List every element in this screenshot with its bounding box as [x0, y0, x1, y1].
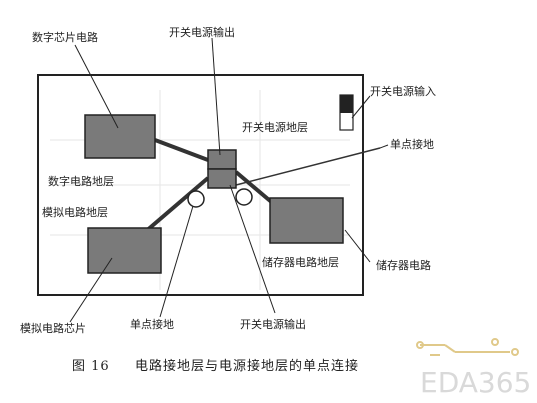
trace-digital — [154, 138, 209, 162]
analog-chip-block — [87, 227, 162, 274]
switch-power-block-bottom — [207, 168, 237, 189]
label-digital-chip: 数字芯片电路 — [32, 30, 98, 44]
caption-text: 电路接地层与电源接地层的单点连接 — [135, 358, 359, 374]
caption-number: 图 16 — [72, 359, 110, 374]
label-storage-circuit: 储存器电路 — [376, 258, 431, 272]
label-switch-output-top: 开关电源输出 — [169, 25, 235, 39]
label-switch-ground-layer: 开关电源地层 — [242, 120, 308, 134]
circuit-board — [37, 74, 364, 296]
watermark-text: EDA365 — [420, 366, 531, 399]
ground-traces — [143, 138, 277, 234]
leader-lines — [69, 37, 389, 323]
label-switch-input: 开关电源输入 — [370, 84, 436, 98]
watermark-logo — [416, 338, 519, 356]
storage-chip-block — [269, 197, 344, 244]
label-switch-output-bottom: 开关电源输出 — [240, 317, 306, 331]
label-storage-ground-layer: 储存器电路地层 — [262, 255, 339, 269]
switch-input-connector-fill — [340, 95, 353, 113]
ground-point-right — [235, 188, 253, 206]
label-single-point-ground-bottom: 单点接地 — [130, 318, 174, 331]
switch-power-block-top — [207, 149, 237, 170]
label-analog-ground-layer: 模拟电路地层 — [42, 205, 108, 219]
single-point-link — [235, 147, 381, 186]
label-digital-ground-layer: 数字电路地层 — [48, 174, 114, 188]
trace-storage — [234, 170, 277, 207]
ground-point-left — [187, 190, 205, 208]
digital-chip-block — [84, 114, 156, 159]
label-single-point-ground-right: 单点接地 — [390, 138, 434, 151]
label-analog-chip: 模拟电路芯片 — [20, 321, 86, 335]
trace-analog — [143, 176, 210, 234]
